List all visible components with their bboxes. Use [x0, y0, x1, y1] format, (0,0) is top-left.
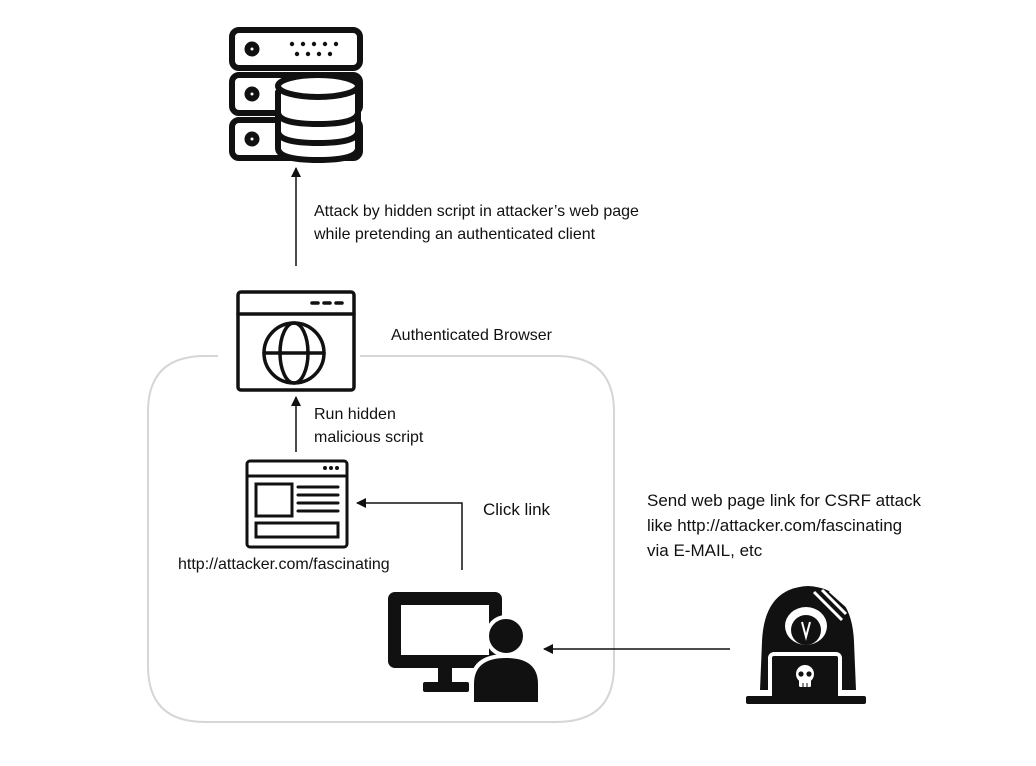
send-link-label-line2: like http://attacker.com/fascinating: [647, 516, 903, 535]
hacker-icon: [746, 586, 866, 704]
run-script-label-line1: Run hidden: [314, 406, 396, 423]
server-dots: [289, 41, 339, 57]
web-page-icon: [245, 459, 349, 549]
run-script-label-line2: malicious script: [314, 429, 424, 446]
authenticated-browser-label: Authenticated Browser: [391, 327, 552, 344]
click-link-label: Click link: [483, 500, 551, 519]
database-server-icon: [229, 27, 363, 163]
authenticated-boundary: [147, 355, 615, 723]
attack-label-line2: while pretending an authenticated client: [314, 226, 596, 243]
send-link-label-line1: Send web page link for CSRF attack: [647, 491, 922, 510]
attacker-url-label: http://attacker.com/fascinating: [178, 556, 390, 573]
browser-globe-icon: [236, 290, 356, 392]
arrow-click-link: [356, 498, 463, 570]
web-page-dots: [323, 466, 339, 470]
send-link-label-line3: via E-MAIL, etc: [647, 541, 763, 560]
computer-user-icon: [388, 592, 542, 706]
attack-label-line1: Attack by hidden script in attacker’s we…: [314, 203, 639, 220]
